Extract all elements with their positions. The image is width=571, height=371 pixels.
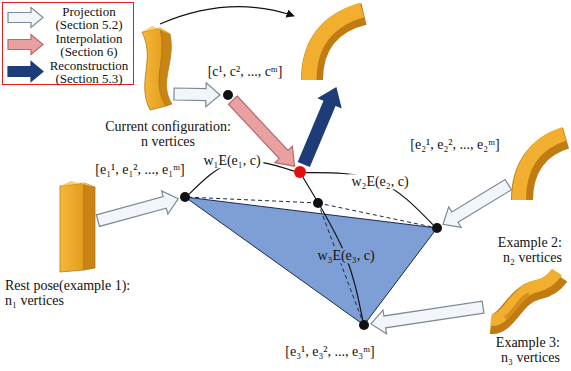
example-shape <box>510 130 568 202</box>
example-node: Example 3: n₃ vertices <box>485 268 563 334</box>
twisted-bar <box>159 28 172 106</box>
example-caption: Rest pose(example 1): n₁ vertices <box>5 278 139 309</box>
block-arrow <box>443 180 511 228</box>
vector-label: [c¹, c², ..., cᵐ] <box>208 64 283 79</box>
flow-arrow <box>174 83 220 107</box>
simplex-edge <box>318 203 364 325</box>
example-node: Rest pose(example 1): n₁ vertices <box>60 180 96 272</box>
legend-arrow <box>3 4 47 31</box>
legend-row: Interpolation (Section 6) <box>3 31 133 58</box>
block-arrow <box>96 191 178 226</box>
simplex-face <box>185 197 437 325</box>
weight-label: w₃E(e₃, c) <box>314 248 377 263</box>
example-caption: Example 2: n₂ vertices <box>490 235 562 266</box>
deform-arrow <box>160 7 294 24</box>
weight-label: w₂E(e₂, c) <box>348 174 411 189</box>
legend-text: Projection (Section 5.2) <box>47 4 131 31</box>
weight-label: w₁E(e₁, c) <box>200 153 263 168</box>
vector-label: [e₁¹, e₁², ..., e₁ᵐ] <box>95 162 184 177</box>
legend-box: Projection (Section 5.2)Interpolation (S… <box>2 2 134 85</box>
legend-text: Reconstruction (Section 5.3) <box>47 58 131 85</box>
example-node: Example 2: n₂ vertices <box>510 130 568 202</box>
legend-arrow <box>3 58 47 85</box>
simplex-edge <box>318 203 437 228</box>
flow-arrow <box>298 88 340 166</box>
twisted-bar <box>142 26 170 34</box>
state-point: [e₁¹, e₁², ..., e₁ᵐ] <box>180 192 190 202</box>
legend-row: Projection (Section 5.2) <box>3 4 133 31</box>
state-point: [e₂¹, e₂², ..., e₂ᵐ] <box>432 223 442 233</box>
example-shape <box>60 180 96 272</box>
vector-label: [e₃¹, e₃², ..., e₃ᵐ] <box>285 344 374 359</box>
example-shape <box>485 268 563 334</box>
legend-arrow <box>3 31 47 58</box>
example-caption: Example 3: n₃ vertices <box>488 335 560 366</box>
block-arrow <box>371 301 484 334</box>
bent-bar <box>309 10 362 80</box>
state-point <box>294 166 306 178</box>
legend-text: Interpolation (Section 6) <box>47 31 131 58</box>
state-point: [c¹, c², ..., cᵐ]Current configuration: … <box>223 90 233 100</box>
weight-arc <box>306 173 433 225</box>
simplex-edge <box>185 197 318 203</box>
vector-label: [e₂¹, e₂², ..., e₂ᵐ] <box>410 137 499 152</box>
vector-label: Current configuration: n vertices <box>103 119 233 150</box>
state-point: [e₃¹, e₃², ..., e₃ᵐ] <box>359 320 369 330</box>
legend-row: Reconstruction (Section 5.3) <box>3 58 133 85</box>
